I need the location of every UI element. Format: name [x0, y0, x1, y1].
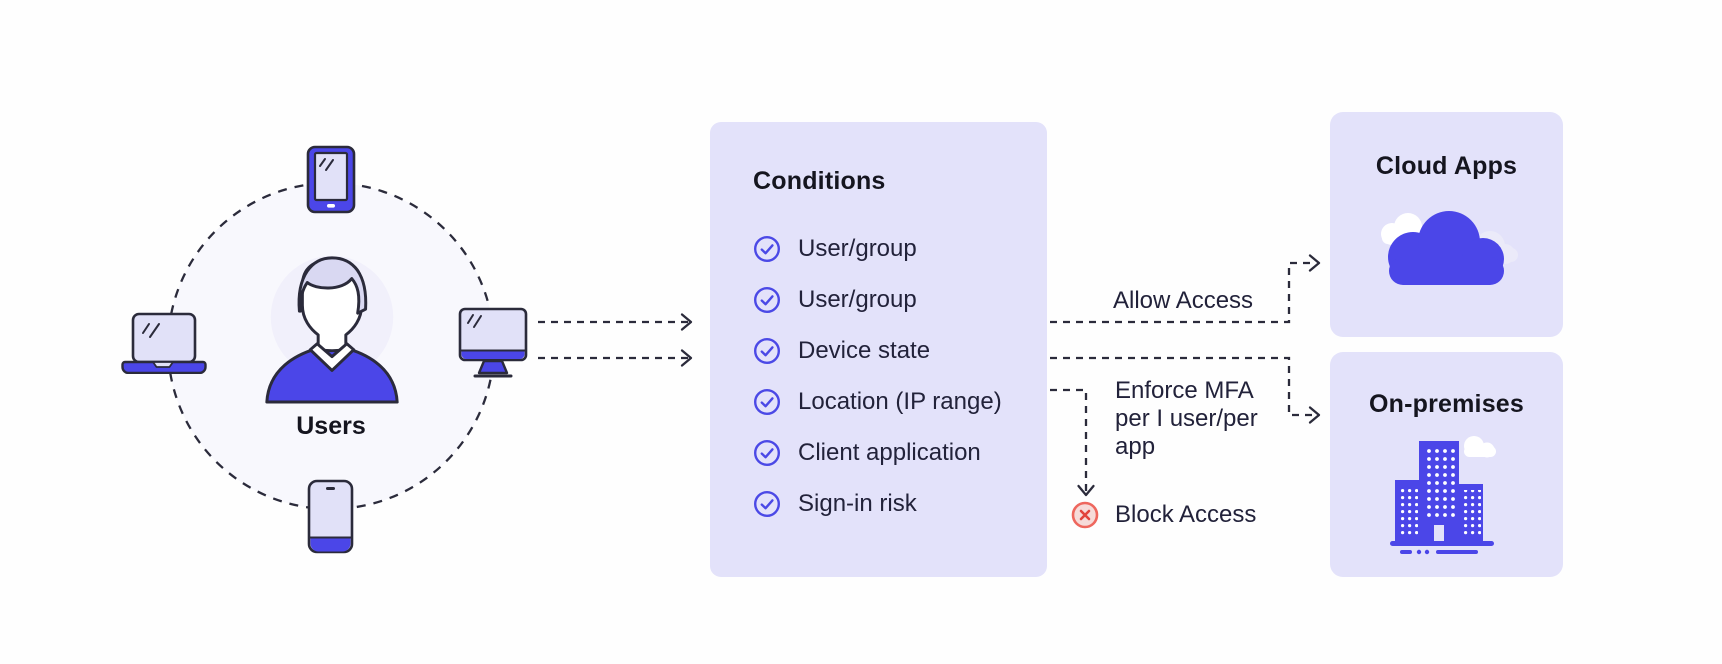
check-circle-icon [753, 337, 781, 364]
allow-access-label: Allow Access [1113, 287, 1254, 314]
check-circle-icon [753, 286, 781, 313]
arrow-users-to-conditions-top [538, 313, 693, 331]
check-circle-icon [753, 235, 781, 262]
condition-item: User/group [753, 274, 1002, 325]
condition-label: User/group [798, 285, 917, 313]
condition-label: Client application [798, 438, 981, 466]
block-access-label: Block Access [1115, 501, 1257, 528]
building-icon [1390, 436, 1496, 555]
arrow-users-to-conditions-bottom [538, 349, 693, 367]
conditions-title: Conditions [753, 167, 886, 195]
laptop-icon [121, 312, 207, 374]
condition-item: User/group [753, 223, 1002, 274]
on-premises-card: On-premises [1330, 352, 1563, 577]
condition-label: Sign-in risk [798, 489, 917, 517]
enforce-mfa-label: Enforce MFA per I user/per app [1115, 377, 1258, 460]
arrow-enforce-mfa [1050, 356, 1321, 424]
arrow-allow-access [1050, 254, 1321, 324]
conditions-list: User/group User/group Device state Locat… [753, 223, 1002, 529]
monitor-icon [458, 307, 528, 378]
condition-item: Device state [753, 325, 1002, 376]
condition-item: Client application [753, 427, 1002, 478]
condition-item: Sign-in risk [753, 478, 1002, 529]
arrow-block-access [1050, 388, 1095, 497]
condition-label: User/group [798, 234, 917, 262]
cloud-apps-title: Cloud Apps [1375, 152, 1518, 180]
block-x-icon [1071, 501, 1099, 529]
condition-label: Location (IP range) [798, 387, 1002, 415]
on-premises-title: On-premises [1368, 390, 1525, 418]
condition-item: Location (IP range) [753, 376, 1002, 427]
tablet-icon [306, 145, 356, 214]
users-label: Users [296, 412, 366, 440]
cloud-icon [1381, 211, 1518, 285]
condition-label: Device state [798, 336, 931, 364]
check-circle-icon [753, 490, 781, 517]
cloud-apps-card: Cloud Apps [1330, 112, 1563, 337]
conditions-card: Conditions User/group User/group Device … [710, 122, 1047, 577]
phone-icon [307, 479, 354, 554]
user-avatar-icon [265, 255, 399, 404]
check-circle-icon [753, 439, 781, 466]
check-circle-icon [753, 388, 781, 415]
